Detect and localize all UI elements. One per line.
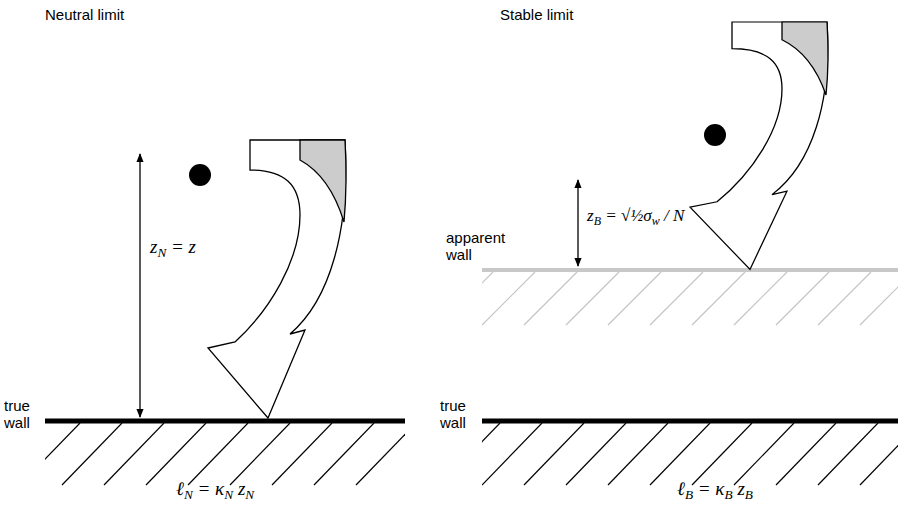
- subscript: N: [224, 487, 233, 502]
- wall-label: true wall: [4, 398, 30, 431]
- formula-part: true wall: [4, 397, 30, 431]
- formula-part: = z: [166, 236, 196, 257]
- wall-hatch: [45, 423, 405, 485]
- formula-part: Stable limit: [500, 6, 573, 23]
- true-wall-line: [482, 419, 898, 424]
- subscript: w: [652, 214, 660, 228]
- formula-part: ℓ: [176, 478, 184, 499]
- distance-arrow: [139, 154, 140, 417]
- length-formula: ℓN = κN zN: [176, 478, 254, 502]
- subscript: N: [245, 487, 254, 502]
- wall-label: true wall: [440, 398, 466, 431]
- subscript: N: [184, 487, 193, 502]
- formula-part: ℓ: [677, 478, 685, 499]
- formula-part: = κ: [693, 478, 724, 499]
- apparent-wall-line: [482, 268, 898, 272]
- true-wall-line: [45, 419, 405, 424]
- wall-label: apparent wall: [446, 230, 505, 263]
- panel-title: Neutral limit: [45, 6, 124, 23]
- formula-part: / N: [660, 206, 685, 225]
- eddy-arrow: [208, 140, 346, 418]
- eddy-arrow: [690, 22, 828, 269]
- formula-part: z: [733, 478, 745, 499]
- formula-part: = √½σ: [601, 206, 652, 225]
- distance-arrow: [577, 180, 578, 266]
- fluid-parcel: [189, 164, 211, 186]
- formula-part: = κ: [193, 478, 224, 499]
- panel-title: Stable limit: [500, 6, 573, 23]
- formula-part: apparent wall: [446, 229, 505, 263]
- subscript: B: [594, 214, 601, 228]
- formula-part: z: [150, 236, 157, 257]
- wall-hatch: [482, 423, 898, 485]
- formula-part: true wall: [440, 397, 466, 431]
- subscript: B: [745, 487, 753, 502]
- subscript: N: [157, 245, 166, 260]
- fluid-parcel: [704, 124, 726, 146]
- formula-part: z: [587, 206, 594, 225]
- formula-part: Neutral limit: [45, 6, 124, 23]
- apparent-wall-hatch: [482, 272, 898, 325]
- formula-part: z: [233, 478, 245, 499]
- distance-formula: zN = z: [150, 236, 196, 260]
- length-formula: ℓB = κB zB: [677, 478, 753, 502]
- subscript: B: [725, 487, 733, 502]
- subscript: B: [685, 487, 693, 502]
- distance-formula: zB = √½σw / N: [587, 206, 684, 228]
